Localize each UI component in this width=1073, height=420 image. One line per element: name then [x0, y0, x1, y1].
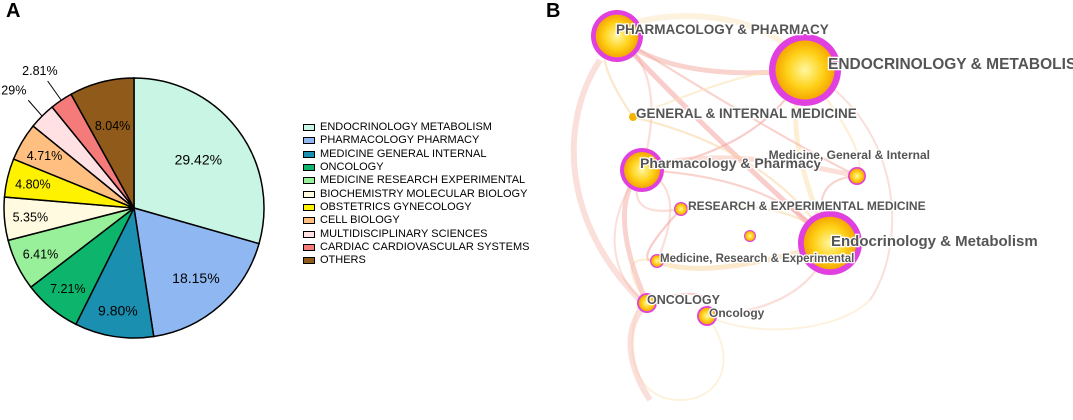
pie-leader-line [47, 80, 62, 101]
network-edge [632, 115, 831, 244]
network-node-label: Medicine, General & Internal [769, 148, 930, 162]
network-node-label: ENDOCRINOLOGY & METABOLISM [828, 56, 1073, 73]
network-node-label: Pharmacology & Pharmacy [640, 155, 822, 171]
network-edge [613, 169, 648, 304]
legend-item: ONCOLOGY [303, 161, 529, 174]
network-edge [631, 299, 725, 402]
pie-slice-label: 8.04% [95, 119, 130, 133]
pie-slice-label: 7.21% [50, 282, 85, 296]
pie-leader-line [27, 99, 43, 117]
legend-item: OBSTETRICS GYNECOLOGY [303, 201, 529, 214]
legend-item: MEDICINE RESEARCH EXPERIMENTAL [303, 174, 529, 187]
network-edge [706, 299, 871, 331]
legend-item: ENDOCRINOLOGY METABOLISM [303, 121, 529, 134]
legend-label: ENDOCRINOLOGY METABOLISM [320, 121, 492, 134]
network-node [629, 113, 637, 121]
pie-slice-label: 5.35% [13, 211, 48, 225]
panel-a-letter: A [6, 0, 21, 22]
network-nodes [591, 10, 866, 326]
pie-slice-label: 4.71% [27, 149, 62, 163]
legend-swatch [303, 177, 315, 185]
legend-label: OTHERS [320, 254, 366, 267]
legend-swatch [303, 164, 315, 172]
legend-label: OBSTETRICS GYNECOLOGY [320, 200, 472, 213]
network-node [623, 151, 661, 189]
pie-slice-label: 3.29% [0, 83, 26, 97]
network-node [595, 14, 639, 58]
pie-slice-label: 9.80% [98, 303, 138, 319]
pie-slice-label: 29.42% [175, 151, 222, 167]
network-edge [615, 34, 832, 245]
legend-swatch [303, 257, 315, 265]
legend-label: ONCOLOGY [320, 161, 384, 174]
network-labels: PHARMACOLOGY & PHARMACY ENDOCRINOLOGY & M… [615, 21, 1073, 322]
pie-slice-label: 6.41% [23, 248, 58, 262]
legend-label: CARDIAC CARDIOVASCULAR SYSTEMS [320, 240, 530, 253]
legend-swatch [303, 137, 315, 145]
network-node [803, 216, 857, 270]
pie-chart: 29.42% 18.15% 9.80% 7.21% 6.41% 5.35% 4.80% 4.7… [0, 64, 265, 339]
network-node [698, 307, 716, 325]
legend-label: MEDICINE RESEARCH EXPERIMENTAL [320, 174, 526, 187]
panel-b-letter: B [546, 0, 561, 22]
legend-item: BIOCHEMISTRY MOLECULAR BIOLOGY [303, 187, 529, 200]
legend-swatch [303, 190, 315, 198]
network-node-label: Oncology [709, 306, 765, 320]
network-edge [570, 58, 643, 303]
legend-swatch [303, 203, 315, 211]
legend-item: MULTIDISCIPLINARY SCIENCES [303, 227, 529, 240]
network-node [651, 255, 663, 267]
legend-swatch [303, 150, 315, 158]
legend-label: MEDICINE GENERAL INTERNAL [320, 147, 487, 160]
legend-item: PHARMACOLOGY PHARMACY [303, 134, 529, 147]
network-edge [616, 35, 858, 177]
pie-slice-label: 4.80% [15, 178, 50, 192]
legend-label: PHARMACOLOGY PHARMACY [320, 134, 480, 147]
legend-swatch [303, 124, 315, 132]
legend-item: OTHERS [303, 254, 529, 267]
legend-item: CELL BIOLOGY [303, 214, 529, 227]
network-node-label: Endocrinology & Metabolism [831, 233, 1038, 250]
pie-slice [74, 205, 155, 339]
legend-label: CELL BIOLOGY [320, 214, 400, 227]
pie-slice [70, 77, 135, 209]
pie-slice-label: 18.15% [172, 270, 219, 286]
network-node [775, 40, 835, 100]
network-node-label: ONCOLOGY [647, 293, 721, 307]
legend-swatch [303, 243, 315, 251]
network-node [675, 203, 687, 215]
network-node-label: GENERAL & INTERNAL MEDICINE [636, 106, 857, 121]
network-node-label: RESEARCH & EXPERIMENTAL MEDICINE [688, 199, 926, 213]
legend-swatch [303, 217, 315, 225]
pie-slice [133, 77, 265, 245]
network-edge [627, 300, 653, 402]
legend-item: MEDICINE GENERAL INTERNAL [303, 148, 529, 161]
network-node [849, 168, 865, 184]
legend-swatch [303, 230, 315, 238]
pie-slice-label: 2.81% [22, 64, 57, 78]
network-node [638, 294, 656, 312]
network-edge [804, 69, 894, 301]
network-node-label: Medicine, Research & Experimental [660, 253, 854, 265]
legend-label: MULTIDISCIPLINARY SCIENCES [320, 227, 488, 240]
network-node-label: PHARMACOLOGY & PHARMACY [616, 22, 829, 37]
network-node [745, 231, 755, 241]
legend-item: CARDIAC CARDIOVASCULAR SYSTEMS [303, 241, 529, 254]
legend-label: BIOCHEMISTRY MOLECULAR BIOLOGY [320, 187, 528, 200]
pie-slice [133, 206, 260, 338]
